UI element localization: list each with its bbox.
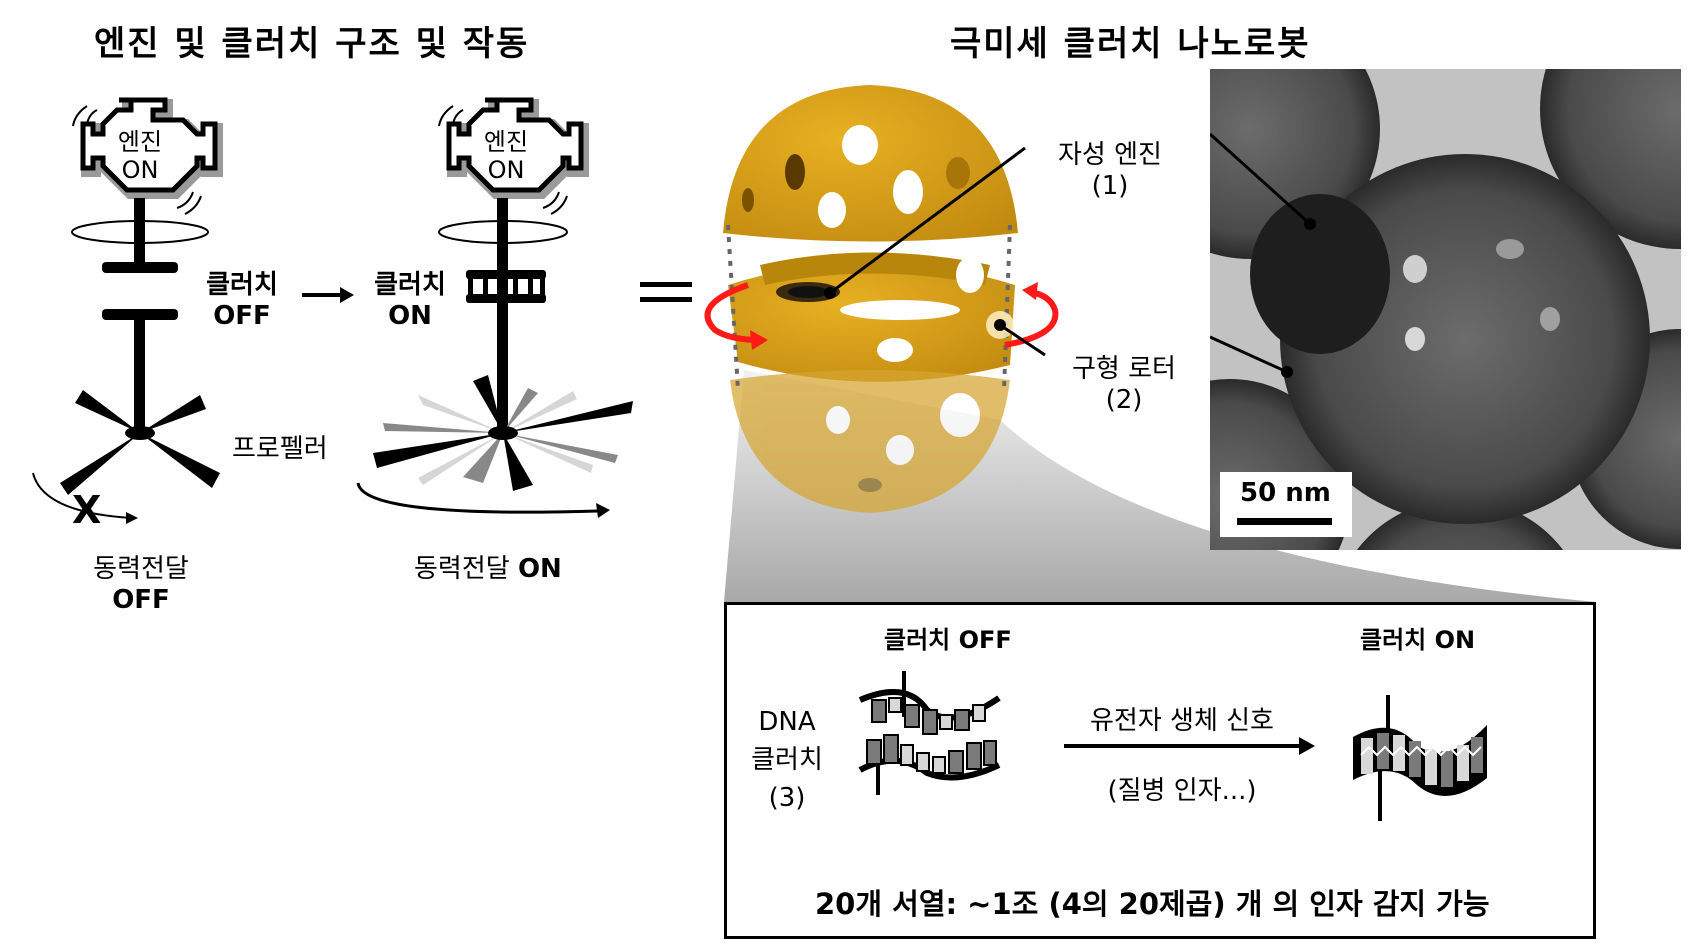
scale-bar-box: 50 nm [1220,472,1352,537]
power-off-label: 동력전달 OFF [93,554,189,615]
dna-clutch-box: DNA 클러치 (3) 클러치 OFF 클러치 ON [724,602,1596,939]
blocked-mark: X [72,488,102,532]
dna-clutch-on-title: 클러치 ON [1360,626,1476,654]
power-on-label: 동력전달 ON [414,554,562,584]
dna-clutch-side-label: DNA 클러치 (3) [751,707,823,813]
signal-label: 유전자 생체 신호 [1090,706,1274,736]
robot-bottom-bowl [730,370,1010,513]
scale-bar [1237,518,1332,525]
dna-strands [858,671,1487,821]
dna-clutch-off-title: 클러치 OFF [884,626,1012,654]
dna-strand-off-lower [858,734,1001,795]
engine-icon-left [72,97,223,215]
propeller-icon-right-spinning [373,375,633,491]
spherical-rotor-label: 구형 로터 (2) [1072,354,1176,415]
dna-strand-off-upper [858,671,1001,735]
left-panel-title: 엔진 및 클러치 구조 및 작동 [94,24,530,64]
engine-icon-right [438,97,589,215]
robot-top-cap [723,85,1018,242]
right-panel-title: 극미세 클러치 나노로봇 [950,24,1311,64]
engine-left-label: 엔진 ON [117,128,163,184]
clutch-on-label: 클러치 ON [374,270,446,331]
magnetic-engine-label: 자성 엔진 (1) [1058,140,1162,201]
dna-strand-on [1353,695,1487,821]
propeller-icon-left [60,390,220,495]
robot-middle-ring [728,252,1015,382]
propeller-label: 프로펠러 [232,434,328,464]
clutch-off-label: 클러치 OFF [206,270,278,331]
scale-bar-label: 50 nm [1240,478,1331,508]
engine-right-label: 엔진 ON [483,128,529,184]
tem-micrograph: 50 nm [1210,69,1681,550]
sequence-capacity-note: 20개 서열: ~1조 (4의 20제곱) 개 의 인자 감지 가능 [815,887,1490,921]
tem-image [1210,69,1681,550]
disease-factor-label: (질병 인자...) [1107,776,1257,806]
